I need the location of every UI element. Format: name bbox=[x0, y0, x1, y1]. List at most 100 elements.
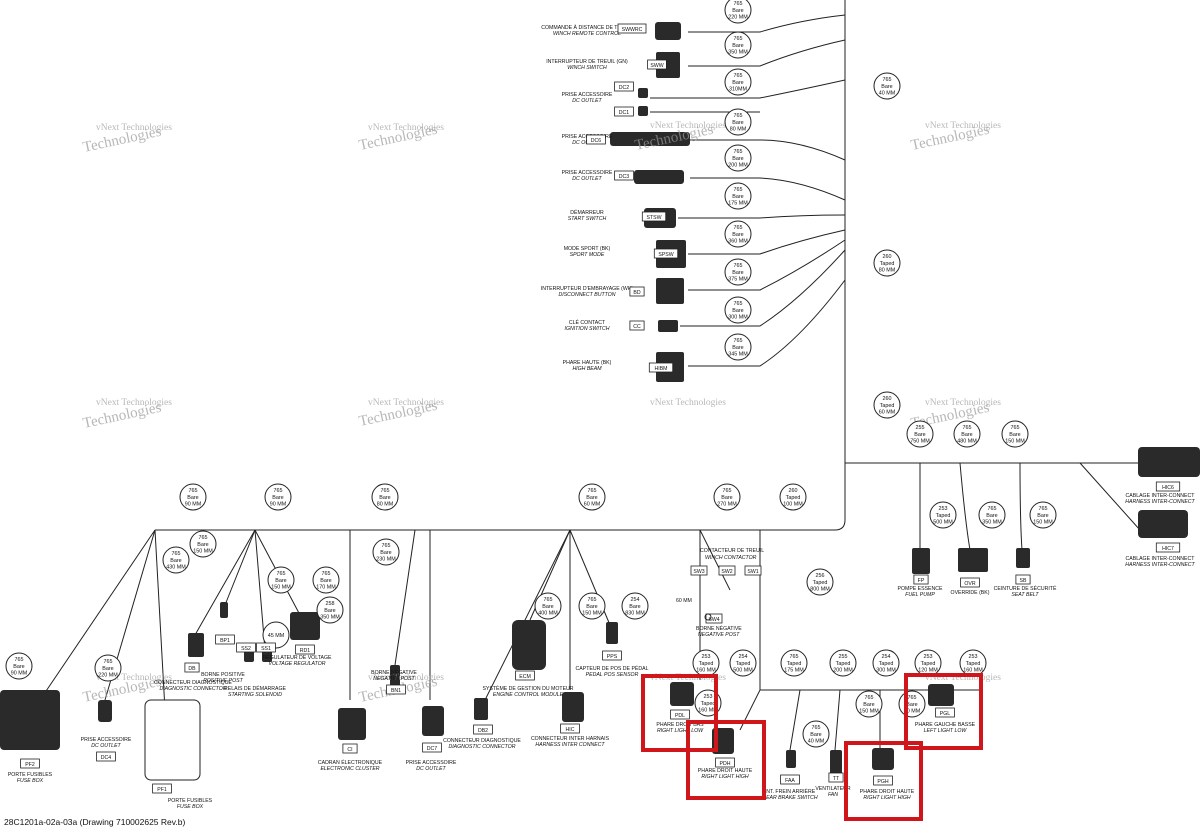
bubble-text: 375 MM bbox=[728, 276, 748, 282]
highlight-box-pdh bbox=[686, 720, 766, 800]
bubble-text: Taped bbox=[879, 661, 894, 667]
code-box: DC6 bbox=[586, 134, 606, 145]
bubble-text: 260 bbox=[789, 488, 798, 494]
bubble-text: 765 bbox=[382, 543, 391, 549]
bubble-text: Bare bbox=[914, 432, 925, 438]
code-box: PGL bbox=[935, 707, 955, 718]
label-fr: PHARE DROIT HAUTE bbox=[860, 789, 915, 795]
component-label: INTERRUPTEUR D'EMBRAYAGE (WH)DISCONNECT … bbox=[541, 286, 645, 298]
bubble-text: 300 MM bbox=[876, 667, 896, 673]
code-text: HIBM bbox=[655, 366, 668, 372]
bubble-text: 160 MM bbox=[696, 667, 716, 673]
bubble-text: 160 MM bbox=[963, 667, 983, 673]
bubble-text: 200 MM bbox=[833, 667, 853, 673]
bubble-text: 260 bbox=[883, 396, 892, 402]
label-fr: PRISE ACCESSOIRE bbox=[562, 92, 613, 98]
bubble-text: 765 bbox=[1011, 425, 1020, 431]
code-box: OVR bbox=[960, 577, 980, 588]
watermark-text: vNext Technologies bbox=[650, 398, 726, 408]
bubble-text: Taped bbox=[736, 661, 751, 667]
label-en: RIGHT LIGHT LOW bbox=[657, 728, 704, 734]
code-text: SWWRC bbox=[622, 27, 643, 33]
ring-terminal-icon bbox=[704, 613, 712, 621]
bubble-text: 150 MM bbox=[582, 610, 602, 616]
svg-text:SW2: SW2 bbox=[721, 569, 732, 575]
bubble-text: 765 bbox=[734, 187, 743, 193]
label-fr: INTERRUPTEUR D'EMBRAYAGE (WH) bbox=[541, 286, 634, 292]
code-box: FP bbox=[913, 574, 929, 585]
bubble-text: Bare bbox=[863, 702, 874, 708]
bubble-text: Bare bbox=[629, 604, 640, 610]
label-fr: BORNE NÉGATIVE bbox=[371, 669, 417, 676]
code-box: DC1 bbox=[614, 106, 634, 117]
code-text: DB2 bbox=[478, 728, 488, 734]
code-text: SPSW bbox=[658, 252, 673, 258]
bubble-text: 500 MM bbox=[933, 519, 953, 525]
bubble-text: Bare bbox=[320, 578, 331, 584]
code-text: DC4 bbox=[101, 755, 111, 761]
bubble-text: 253 bbox=[924, 654, 933, 660]
bubble-text: Bare bbox=[732, 156, 743, 162]
label-en: SEAT BELT bbox=[1011, 592, 1039, 598]
bubble-text: 150 MM bbox=[1033, 519, 1053, 525]
code-box: TT bbox=[828, 772, 844, 783]
label-fr: CABLAGE INTER-CONNECT bbox=[1126, 493, 1196, 499]
code-box: SW4 bbox=[705, 613, 723, 624]
bubble-text: 500 MM bbox=[733, 667, 753, 673]
bubble-text: Bare bbox=[810, 732, 821, 738]
code-text: DC6 bbox=[591, 138, 601, 144]
bubble-text: 765 bbox=[322, 571, 331, 577]
label-en: RIGHT LIGHT HIGH bbox=[701, 774, 749, 780]
bubble-text: Bare bbox=[986, 513, 997, 519]
drawing-footer: 28C1201a-02a-03a (Drawing 710002625 Rev.… bbox=[4, 817, 186, 827]
bubble-text: 765 bbox=[734, 1, 743, 7]
bubble-text: 260 bbox=[883, 254, 892, 260]
bubble-text: Taped bbox=[936, 513, 951, 519]
bubble-text: 170 MM bbox=[316, 584, 336, 590]
bubble-text: 40 MM bbox=[808, 738, 825, 744]
bubble-text: Bare bbox=[732, 43, 743, 49]
bubble-text: Bare bbox=[732, 8, 743, 14]
bubble-text: Bare bbox=[732, 308, 743, 314]
bubble-text: 80 MM bbox=[879, 267, 896, 273]
code-text: OVR bbox=[964, 581, 975, 587]
wire-spec-bubble: 45 MM bbox=[262, 621, 290, 649]
label-en: FUSE BOX bbox=[17, 778, 44, 784]
bubble-text: 750 MM bbox=[910, 438, 930, 444]
component-label: SS1 bbox=[256, 642, 276, 653]
label-en: WINCH REMOTE CONTROL bbox=[553, 31, 621, 37]
bubble-text: Bare bbox=[380, 550, 391, 556]
code-box: PDH bbox=[715, 757, 735, 768]
bubble-text: 765 bbox=[790, 654, 799, 660]
bubble-text: 90 MM bbox=[270, 501, 287, 507]
code-text: FP bbox=[918, 578, 925, 584]
code-box: BP1 bbox=[215, 634, 235, 645]
label-en: DC OUTLET bbox=[572, 98, 602, 104]
code-text: PDL bbox=[675, 713, 685, 719]
label-en: RIGHT LIGHT HIGH bbox=[863, 795, 911, 801]
svg-text:SW3: SW3 bbox=[693, 569, 704, 575]
bubble-text: 765 bbox=[988, 506, 997, 512]
label-en: FUEL PUMP bbox=[905, 592, 935, 598]
bubble-text: 300 MM bbox=[728, 314, 748, 320]
bubble-text: 350 MM bbox=[728, 49, 748, 55]
code-box: DC3 bbox=[614, 170, 634, 181]
code-box: STSW bbox=[641, 211, 667, 222]
code-text: DB bbox=[188, 666, 196, 672]
bubble-text: 310MM bbox=[729, 86, 747, 92]
watermark-text: vNext Technologies bbox=[96, 398, 172, 408]
